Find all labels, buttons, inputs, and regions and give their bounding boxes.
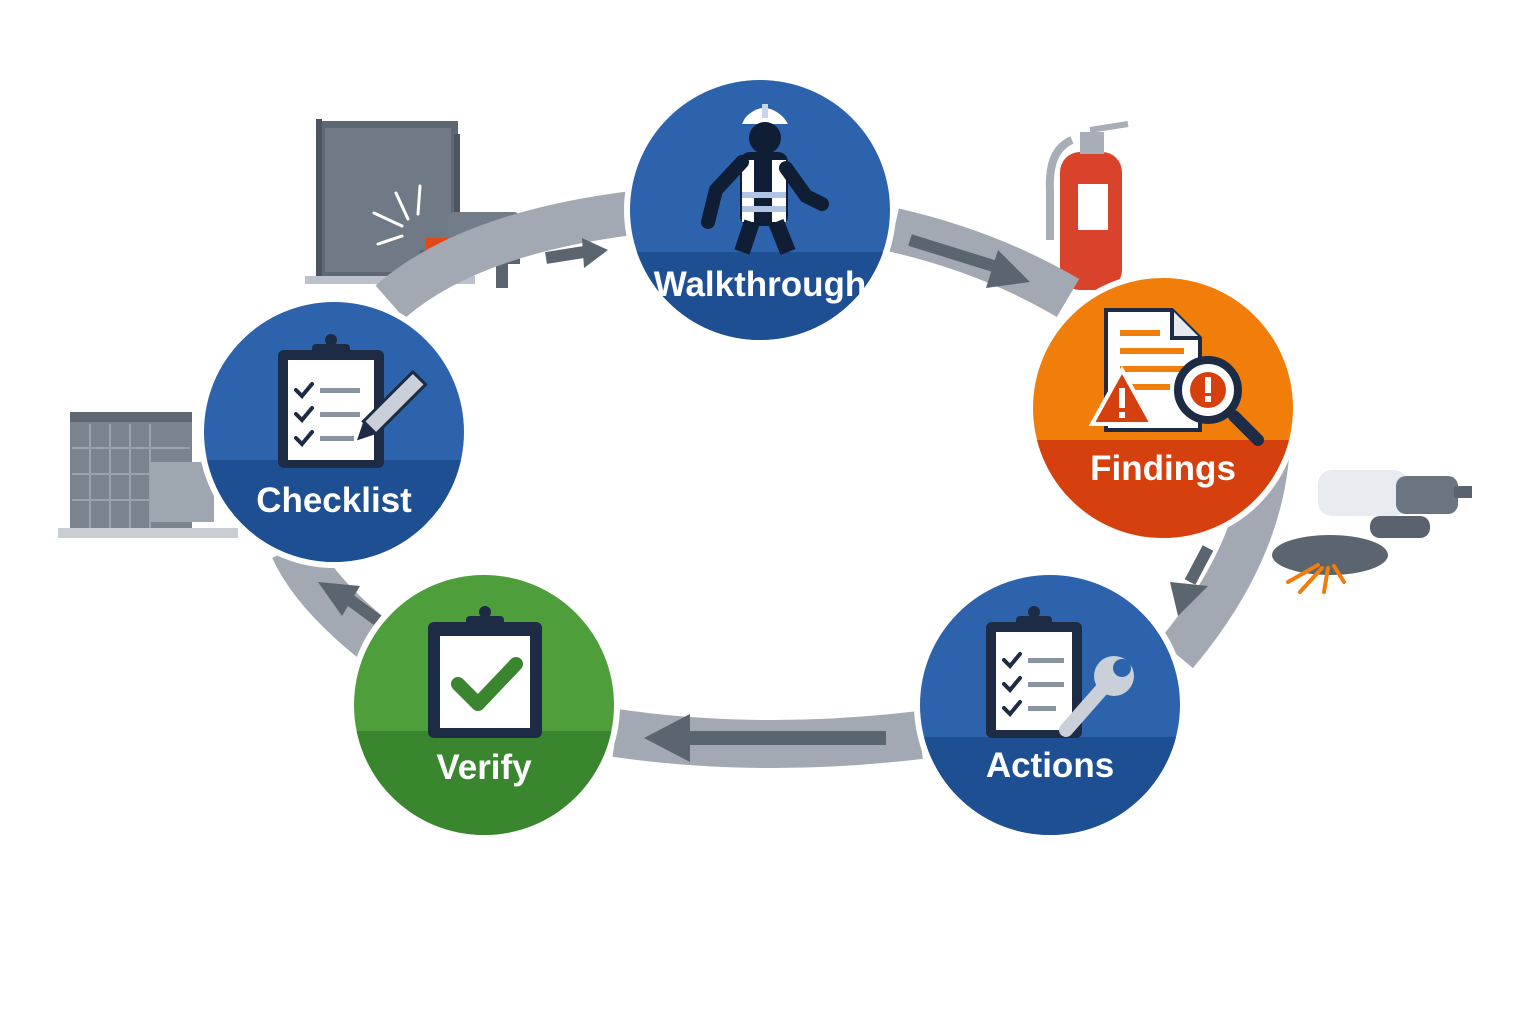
connector-checklist-to-walkthrough [375,190,643,319]
clipboard-checkmark-icon [428,606,542,738]
clipboard-pencil-icon [278,334,428,468]
arrow-left-icon [644,714,886,762]
report-with-warning-magnifier-icon [1088,308,1264,446]
angle-grinder-icon [1272,470,1472,594]
arrow-right-icon [908,234,1030,288]
fire-extinguisher-icon [1045,121,1129,290]
warehouse-building-icon [58,412,238,538]
stage-label: Findings [1090,449,1236,488]
arrow-right-icon [545,238,608,268]
clipboard-wrench-icon [986,606,1134,738]
stage-walkthrough[interactable]: Walkthrough [620,74,900,352]
stage-label: Checklist [256,481,412,520]
stage-findings[interactable]: Findings [1023,272,1303,550]
stage-label: Walkthrough [654,265,867,304]
stage-actions[interactable]: Actions [910,569,1190,847]
stage-verify[interactable]: Verify [344,569,624,851]
cycle-direction-arrowheads [318,234,1214,762]
arrow-down-icon [1170,545,1214,616]
inspector-in-hi-vis-vest-icon [701,104,829,255]
stage-label: Verify [436,748,532,787]
stage-label: Actions [986,746,1114,785]
